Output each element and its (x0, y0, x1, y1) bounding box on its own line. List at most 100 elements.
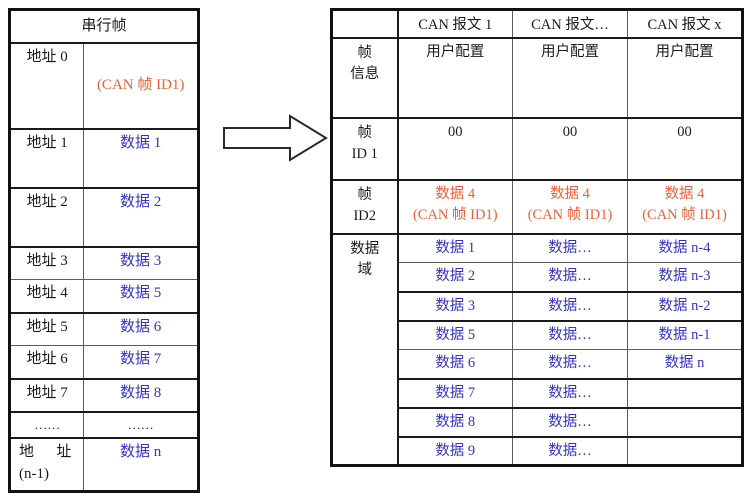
table-row: 地址 2 数据 2 (8, 186, 199, 248)
frame-data-value: 数据 1 (83, 127, 199, 189)
data-field-cell: 数据… (512, 262, 628, 292)
frame-id2-value-main: 数据 4 (664, 185, 705, 202)
data-field-cell: 数据 n-4 (627, 232, 743, 263)
row-label-line2: ID2 (353, 207, 377, 224)
frame-data-value: 数据 n (83, 436, 199, 493)
data-field-cell: 数据… (512, 319, 628, 350)
row-label-data-field: 数据 域 (331, 232, 399, 466)
frame-info-value-can-mid: 用户配置 (512, 37, 628, 118)
table-row-data-field: 数据 3 数据… 数据 n-2 (332, 290, 743, 321)
data-field-cell: 数据… (512, 349, 628, 379)
data-field-cell: 数据… (512, 232, 628, 263)
frame-info-value-can-x: 用户配置 (627, 37, 743, 118)
frame-data-value: 数据 6 (83, 311, 199, 347)
data-field-cell: 数据 1 (397, 232, 513, 263)
data-field-cell: 数据 8 (397, 406, 513, 437)
frame-data-value: (CAN 帧 ID1) (83, 42, 199, 130)
data-field-cell: 数据 n (627, 349, 743, 379)
frame-id2-value-can-1: 数据 4 (CAN 帧 ID1) (397, 178, 513, 234)
address-label-last: 地 址 (n-1) (8, 436, 85, 493)
row-label-frame-info: 帧 信息 (331, 37, 399, 118)
table-row-data-field: 数据 域 数据 1 数据… 数据 n-4 (331, 232, 743, 466)
row-label-line2: 信息 (350, 65, 380, 82)
frame-data-value: 数据 5 (83, 279, 199, 314)
row-label-line2: 域 (357, 261, 373, 278)
row-label-line1: 帧 (357, 186, 373, 203)
column-header-can-x: CAN 报文 x (627, 9, 743, 39)
data-field-cell: 数据 n-2 (627, 290, 743, 321)
frame-id1-value-can-x: 00 (627, 116, 743, 180)
table-header-row: CAN 报文 1 CAN 报文… CAN 报文 x (331, 9, 743, 39)
table-row-data-field: 数据 6 数据… 数据 n (332, 349, 743, 379)
data-field-cell (627, 377, 743, 408)
row-label-line1: 帧 (357, 44, 373, 61)
row-label-frame-id1: 帧 ID 1 (331, 116, 399, 180)
frame-data-value: 数据 3 (83, 245, 199, 281)
can-message-table: CAN 报文 1 CAN 报文… CAN 报文 x 帧 信息 用户配置 用户配置… (330, 8, 744, 467)
data-field-cell: 数据… (512, 377, 628, 408)
table-row-data-field: 数据 8 数据… (332, 406, 743, 437)
table-row: 地址 3 数据 3 (8, 245, 199, 281)
frame-id2-value-can-x: 数据 4 (CAN 帧 ID1) (627, 178, 743, 234)
table-row-frame-id2: 帧 ID2 数据 4 (CAN 帧 ID1) 数据 4 (CAN 帧 ID1) … (331, 178, 743, 234)
table-row: 地址 4 数据 5 (8, 279, 199, 314)
address-label: 地址 4 (8, 279, 85, 314)
data-field-cell: 数据 3 (397, 290, 513, 321)
address-ellipsis: …… (8, 410, 85, 439)
frame-id1-value-can-1: 00 (397, 116, 513, 180)
address-label: 地址 3 (8, 245, 85, 281)
data-field-cell: 数据 2 (397, 262, 513, 292)
table-row: 地址 7 数据 8 (8, 377, 199, 413)
table-row: 地 址 (n-1) 数据 n (8, 436, 199, 493)
frame-info-value-can-1: 用户配置 (397, 37, 513, 118)
data-field-cell: 数据 7 (397, 377, 513, 408)
table-row-data-field: 数据 2 数据… 数据 n-3 (332, 262, 743, 292)
table-row: 地址 6 数据 7 (8, 345, 199, 380)
address-label: 地址 1 (8, 127, 85, 189)
data-field-cell: 数据 6 (397, 349, 513, 379)
column-header-can-mid: CAN 报文… (512, 9, 628, 39)
data-field-cell: 数据 9 (397, 435, 513, 466)
table-row: 地址 0 (CAN 帧 ID1) (8, 42, 199, 130)
data-field-cell (627, 435, 743, 466)
row-label-line2: ID 1 (351, 145, 378, 162)
table-row-title: 串行帧 (9, 8, 199, 44)
table-row: 地址 1 数据 1 (8, 127, 199, 189)
serial-frame-table: 串行帧 地址 0 (CAN 帧 ID1) 地址 1 数据 1 地址 2 数据 2… (8, 8, 200, 494)
table-row-frame-info: 帧 信息 用户配置 用户配置 用户配置 (331, 37, 743, 118)
row-label-line1: 数据 (350, 240, 380, 257)
address-label: 地址 5 (8, 311, 85, 347)
data-field-cell: 数据 5 (397, 319, 513, 350)
column-header-can-1: CAN 报文 1 (397, 9, 513, 39)
serial-frame-title: 串行帧 (9, 8, 199, 44)
table-row-data-field: 数据 5 数据… 数据 n-1 (332, 319, 743, 350)
data-ellipsis: …… (83, 410, 199, 439)
frame-data-value: 数据 8 (83, 377, 199, 413)
data-field-cell: 数据… (512, 435, 628, 466)
data-field-cell: 数据… (512, 406, 628, 437)
frame-id2-value-sub: (CAN 帧 ID1) (527, 206, 613, 223)
row-label-frame-id2: 帧 ID2 (331, 178, 399, 234)
frame-id2-value-can-mid: 数据 4 (CAN 帧 ID1) (512, 178, 628, 234)
data-field-cell: 数据… (512, 290, 628, 321)
table-row-frame-id1: 帧 ID 1 00 00 00 (331, 116, 743, 180)
address-label-line2: (n-1) (19, 465, 49, 482)
address-label: 地址 7 (8, 377, 85, 413)
address-label: 地址 6 (8, 345, 85, 380)
right-block-arrow-icon (223, 114, 328, 162)
frame-data-value: 数据 7 (83, 345, 199, 380)
data-field-cell: 数据 n-3 (627, 262, 743, 292)
table-row: …… …… (8, 410, 199, 439)
table-row-data-field: 数据 9 数据… (332, 435, 743, 466)
frame-data-value: 数据 2 (83, 186, 199, 248)
frame-id2-value-main: 数据 4 (435, 185, 476, 202)
frame-id2-value-main: 数据 4 (550, 185, 590, 202)
data-field-cell (627, 406, 743, 437)
data-field-cell: 数据 n-1 (627, 319, 743, 350)
row-label-line1: 帧 (357, 124, 373, 141)
frame-id2-value-sub: (CAN 帧 ID1) (642, 206, 727, 223)
address-label: 地址 2 (8, 186, 85, 248)
corner-cell (331, 9, 399, 39)
frame-id1-value-can-mid: 00 (512, 116, 628, 180)
address-label: 地址 0 (8, 42, 85, 130)
